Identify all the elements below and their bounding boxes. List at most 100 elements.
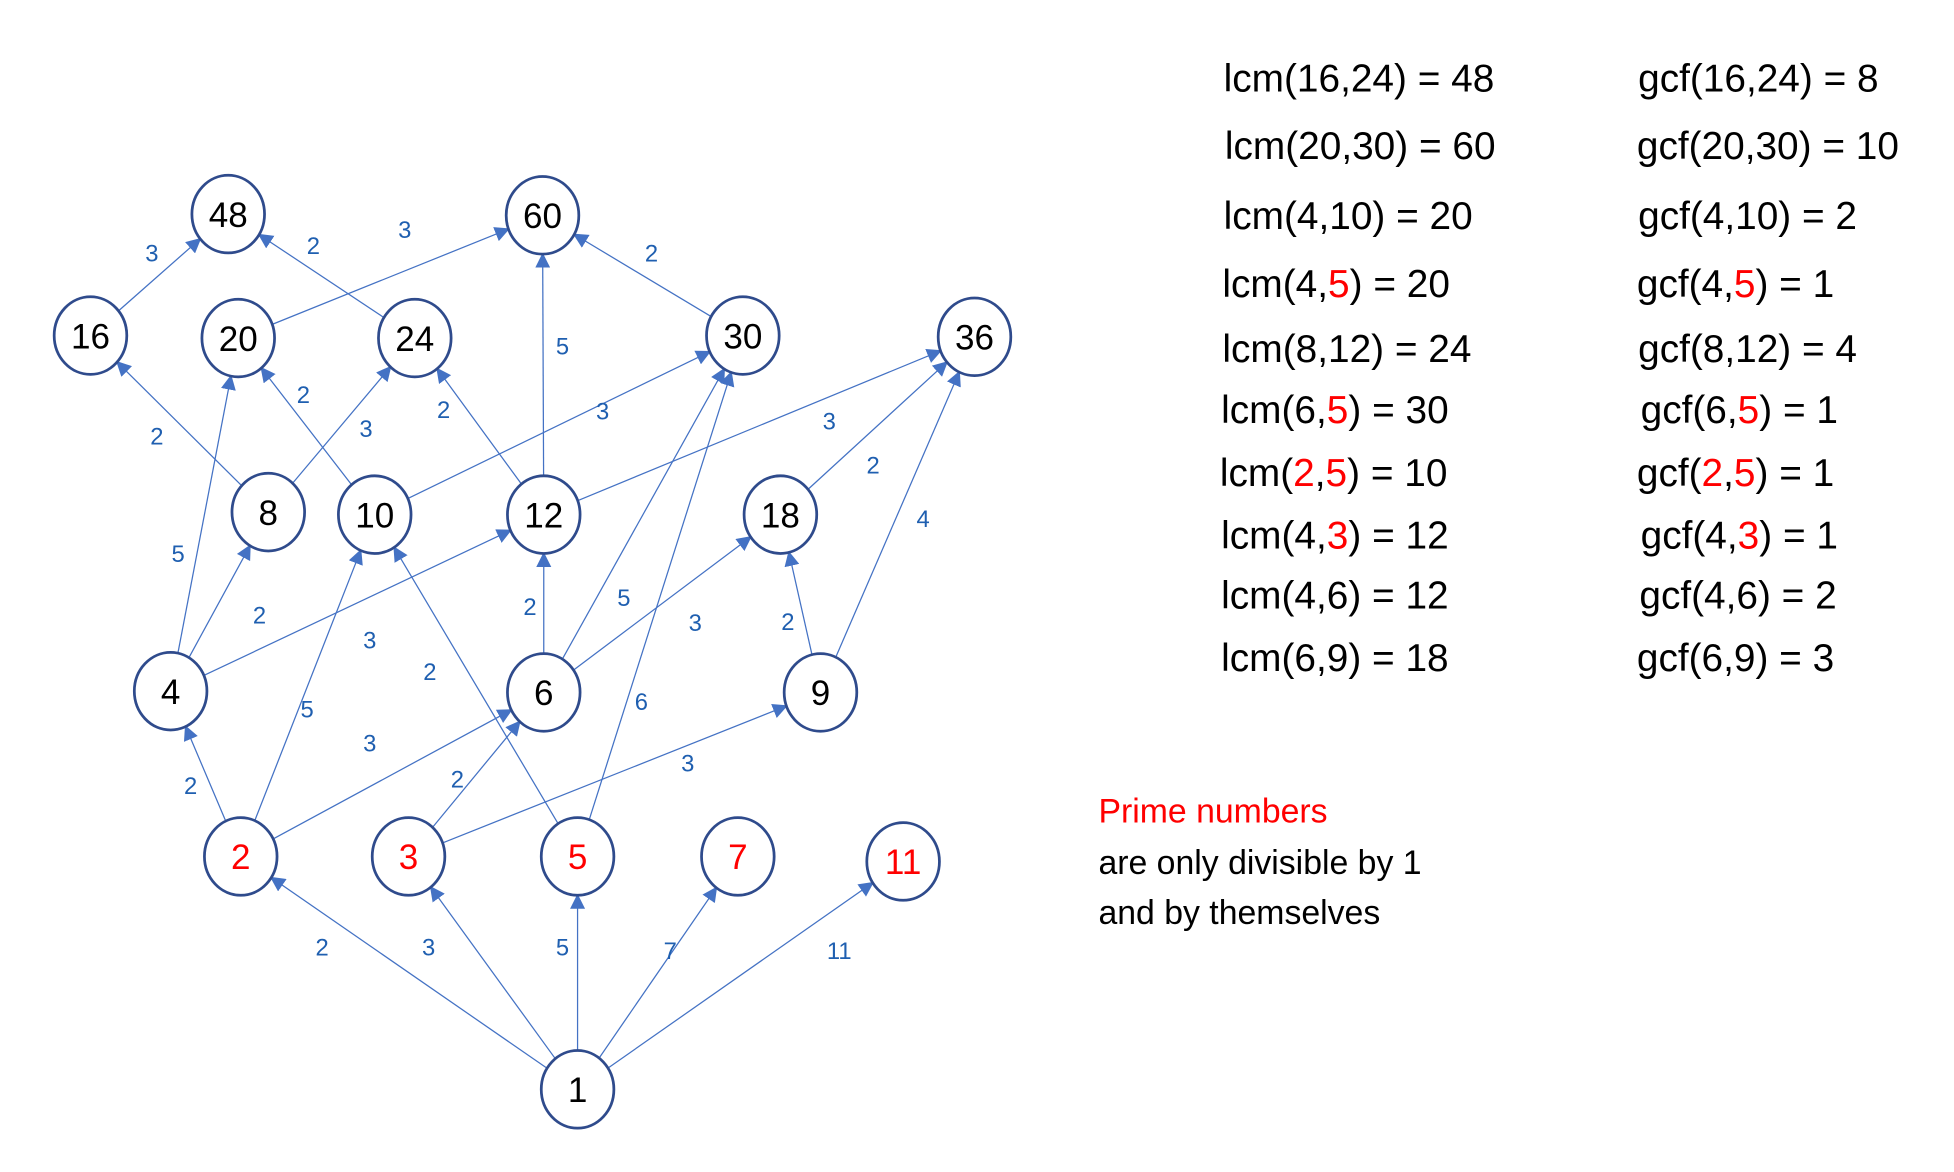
node-label: 10 xyxy=(355,496,394,535)
edge-label: 3 xyxy=(145,241,158,268)
edge-label: 2 xyxy=(523,594,536,621)
lcm-segment: lcm(6,9) = 18 xyxy=(1221,637,1448,680)
node-circle xyxy=(230,471,306,553)
gcf-equation: gcf(6,5) = 1 xyxy=(1641,389,1838,432)
edge-label: 2 xyxy=(781,609,794,636)
lcm-segment: 5 xyxy=(1328,263,1350,306)
node-24: 24 xyxy=(377,297,453,379)
edge-arrow-5-to-10 xyxy=(393,546,559,825)
node-circle xyxy=(506,474,582,555)
prime-note-line2: and by themselves xyxy=(1098,894,1380,932)
node-circle xyxy=(700,816,776,897)
lcm-equation: lcm(6,5) = 30 xyxy=(1221,389,1448,432)
node-10: 10 xyxy=(337,474,413,555)
node-circle xyxy=(203,816,279,897)
node-circle xyxy=(52,295,129,376)
edge-arrow-2-to-6 xyxy=(272,709,513,840)
gcf-segment: gcf(4, xyxy=(1641,514,1738,557)
node-8: 8 xyxy=(230,471,306,553)
gcf-equation: gcf(6,9) = 3 xyxy=(1637,637,1834,680)
lcm-segment: lcm( xyxy=(1220,452,1293,495)
node-20: 20 xyxy=(200,297,276,379)
edge-arrow-3-to-6 xyxy=(432,720,521,828)
node-label: 2 xyxy=(231,838,251,877)
node-3: 3 xyxy=(370,816,447,897)
edge-label: 2 xyxy=(423,659,436,686)
lcm-segment: lcm(6, xyxy=(1221,389,1327,432)
node-30: 30 xyxy=(705,295,781,376)
lcm-segment: 5 xyxy=(1326,452,1348,495)
node-circle xyxy=(539,816,616,897)
lcm-segment: lcm(4, xyxy=(1221,514,1327,557)
edge-arrow-4-to-20 xyxy=(177,374,236,654)
lcm-segment: ) = 20 xyxy=(1350,263,1450,306)
node-circle xyxy=(370,816,447,897)
edge-label: 2 xyxy=(307,233,320,260)
edge-label: 2 xyxy=(150,423,163,450)
lcm-equation: lcm(20,30) = 60 xyxy=(1225,125,1496,168)
edge-label: 5 xyxy=(300,696,313,723)
node-label: 12 xyxy=(524,496,563,535)
lcm-equation: lcm(4,3) = 12 xyxy=(1221,514,1448,557)
edge-label: 3 xyxy=(681,750,694,777)
lcm-segment: 3 xyxy=(1327,514,1349,557)
gcf-equation: gcf(4,3) = 1 xyxy=(1641,514,1838,557)
edge-label: 2 xyxy=(866,452,879,479)
node-circle xyxy=(377,297,453,379)
edge-arrow-24-to-48 xyxy=(257,233,385,319)
lcm-segment: 2 xyxy=(1293,452,1315,495)
lcm-equation: lcm(2,5) = 10 xyxy=(1220,452,1448,495)
node-label: 36 xyxy=(955,319,994,358)
edge-label: 2 xyxy=(437,397,450,424)
edge-label: 3 xyxy=(363,730,376,757)
node-circle xyxy=(504,175,581,256)
edge-arrow-9-to-36 xyxy=(835,370,961,658)
node-circle xyxy=(782,652,859,733)
prime-note: Prime numbers are only divisible by 1 an… xyxy=(1098,793,1421,932)
lcm-equation: lcm(8,12) = 24 xyxy=(1222,328,1471,371)
node-2: 2 xyxy=(203,816,279,897)
gcf-segment: 5 xyxy=(1734,263,1756,306)
edge-arrow-9-to-18 xyxy=(784,550,813,655)
edge-arrow-12-to-24 xyxy=(436,367,522,485)
lcm-equation: lcm(16,24) = 48 xyxy=(1224,57,1495,100)
node-5: 5 xyxy=(539,816,616,897)
node-1: 1 xyxy=(539,1049,616,1130)
lcm-equation: lcm(4,10) = 20 xyxy=(1224,195,1473,238)
gcf-segment: 5 xyxy=(1734,452,1756,495)
edge-arrow-6-to-18 xyxy=(573,536,752,671)
node-circle xyxy=(337,474,413,555)
edge-label: 3 xyxy=(422,934,435,961)
edges-layer xyxy=(116,227,961,1069)
node-7: 7 xyxy=(700,816,776,897)
node-label: 5 xyxy=(568,838,588,877)
edge-label: 2 xyxy=(645,241,658,268)
node-label: 3 xyxy=(399,838,419,877)
edge-arrow-12-to-60 xyxy=(535,252,551,476)
edge-label: 5 xyxy=(556,934,569,961)
gcf-segment: 5 xyxy=(1738,389,1760,432)
gcf-segment: gcf(20,30) = 10 xyxy=(1637,125,1899,168)
lcm-equation: lcm(4,6) = 12 xyxy=(1221,575,1448,618)
gcf-equation: gcf(4,5) = 1 xyxy=(1637,263,1834,306)
gcf-segment: gcf(4,10) = 2 xyxy=(1638,195,1857,238)
edge-arrow-30-to-60 xyxy=(572,233,712,318)
lcm-equations: lcm(16,24) = 48 lcm(20,30) = 60 lcm(4,10) … xyxy=(1220,57,1496,680)
gcf-segment: 3 xyxy=(1738,514,1760,557)
gcf-segment: gcf(6,9) = 3 xyxy=(1637,637,1834,680)
node-circle xyxy=(190,173,266,255)
gcf-equation: gcf(8,12) = 4 xyxy=(1638,328,1857,371)
gcf-segment: , xyxy=(1723,452,1734,495)
node-label: 60 xyxy=(523,197,562,236)
node-label: 20 xyxy=(219,320,258,359)
lcm-segment: lcm(20,30) = 60 xyxy=(1225,125,1496,168)
node-circle xyxy=(705,295,781,376)
edge-arrow-10-to-20 xyxy=(260,366,353,486)
edge-label: 5 xyxy=(617,585,630,612)
prime-note-line1: are only divisible by 1 xyxy=(1098,844,1421,882)
lcm-equation: lcm(6,9) = 18 xyxy=(1221,637,1448,680)
node-circle xyxy=(539,1049,616,1130)
